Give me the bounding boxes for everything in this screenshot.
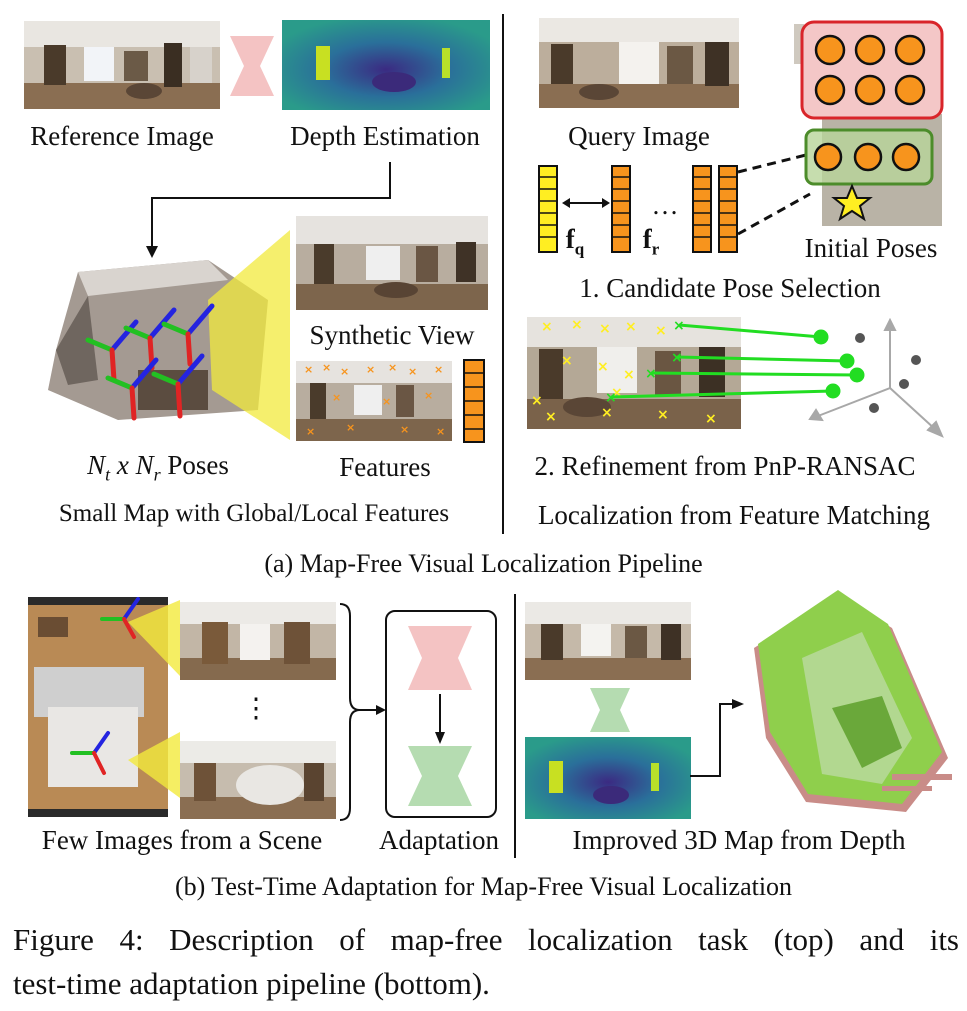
scene-image-top [180,602,336,680]
svg-text:×: × [645,366,657,382]
svg-text:×: × [408,365,417,378]
poses-var-t: N [87,450,106,480]
figure-caption: Figure 4: Description of map-free locali… [13,918,959,1006]
svg-text:×: × [657,407,669,423]
vertical-ellipsis: ⋮ [242,693,270,723]
svg-text:×: × [434,363,443,376]
green-encoder-icon [408,746,472,806]
scene-frustums [126,596,184,806]
3d-points-axes [808,318,958,438]
svg-text:×: × [625,319,637,335]
svg-text:×: × [400,423,409,436]
initial-poses-label: Initial Poses [804,233,938,263]
svg-text:×: × [382,395,391,408]
poses-label: Nt x Nr Poses [48,450,268,489]
panel-b-divider [514,594,516,858]
svg-text:×: × [571,317,583,333]
candidate-feature-vectors-icon [692,165,740,253]
fq-main: f [565,224,575,254]
svg-text:×: × [673,318,685,334]
fr-main: f [642,224,652,254]
adaptation-box [385,610,497,818]
feature-matching-overlay: ××××× ×××× ××××× × × × × [527,317,867,437]
svg-text:×: × [545,409,557,425]
scene-brace [336,602,386,822]
adapted-depth-map [525,737,691,819]
depth-to-3dmap-arrow [690,696,746,780]
poses-var-r: N [135,450,154,480]
fq-sub: q [574,239,585,259]
svg-text:×: × [599,321,611,337]
query-image-label: Query Image [568,121,710,151]
refinement-label: 2. Refinement from PnP-RANSAC [534,451,916,481]
svg-text:×: × [366,363,375,376]
panel-a-caption: (a) Map-Free Visual Localization Pipelin… [264,549,703,578]
svg-text:×: × [436,425,445,438]
reference-feature-vector-icon [611,165,631,253]
svg-text:×: × [340,365,349,378]
svg-text:×: × [671,350,683,366]
synthetic-view-image [296,216,488,310]
poses-word: Poses [167,450,229,480]
svg-text:×: × [561,353,573,369]
svg-text:×: × [306,425,315,438]
svg-text:×: × [424,389,433,402]
svg-text:×: × [611,385,623,401]
candidate-pose-selection-label: 1. Candidate Pose Selection [579,273,881,303]
depth-estimation-label: Depth Estimation [290,121,480,151]
svg-text:×: × [655,323,667,339]
pink-encoder-icon [408,626,472,690]
depth-encoder-icon [230,36,274,96]
adapted-encoder-icon [590,688,630,732]
feature-vector-icon [463,359,485,443]
ellipsis-label: … [651,190,679,220]
adaptation-arrow [434,694,446,744]
query-feature-vector-icon [538,165,558,253]
point-cloud-map [28,210,298,440]
fr-label: fr [636,224,666,264]
svg-text:×: × [346,421,355,434]
svg-text:×: × [601,405,613,421]
svg-text:×: × [605,390,617,406]
localization-label: Localization from Feature Matching [537,500,931,530]
scene-image-bottom [180,741,336,819]
improved-map-label: Improved 3D Map from Depth [572,825,906,855]
fq-label: fq [560,224,590,264]
figure-caption-line1: Figure 4: Description of map-free locali… [13,922,959,957]
fr-sub: r [651,239,660,259]
svg-text:×: × [322,361,331,374]
poses-x: x [116,450,129,480]
adaptation-label: Adaptation [379,825,499,855]
figure-caption-line2: test-time adaptation pipeline (bottom). [13,966,490,1001]
poses-sub-t: t [105,464,111,485]
small-map-label: Small Map with Global/Local Features [58,500,450,527]
depth-map-image [282,20,490,110]
panel-b-caption: (b) Test-Time Adaptation for Map-Free Vi… [174,872,793,901]
initial-poses-grid [792,14,952,226]
reference-image [24,21,220,109]
features-label: Features [339,452,431,482]
svg-text:×: × [531,393,543,409]
svg-text:×: × [304,363,313,376]
synthetic-view-label: Synthetic View [309,320,475,350]
depth-to-map-arrow [140,160,400,260]
few-images-label: Few Images from a Scene [41,825,323,855]
svg-text:×: × [597,359,609,375]
svg-text:×: × [332,391,341,404]
svg-text:×: × [705,411,717,427]
svg-text:×: × [541,319,553,335]
improved-3d-map [742,588,962,816]
svg-text:×: × [623,367,635,383]
panel-a-divider [502,14,504,534]
query-image [539,18,739,108]
adapted-input-image [525,602,691,680]
svg-text:×: × [388,361,397,374]
candidate-dashed-connectors [736,150,816,250]
poses-sub-r: r [153,464,161,485]
double-arrow-icon [562,196,610,210]
features-image: ×××× ××× ××× ×××× [296,361,452,441]
reference-image-label: Reference Image [30,121,214,151]
